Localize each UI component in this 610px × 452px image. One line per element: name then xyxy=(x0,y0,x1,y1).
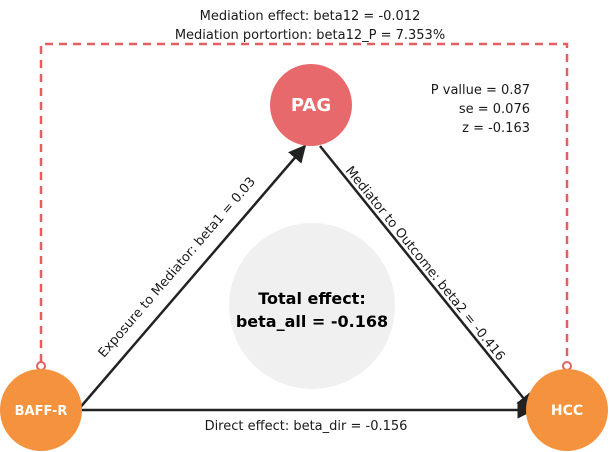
exposure-to-mediator-arrow xyxy=(77,144,307,411)
dashed-path-endpoint-left xyxy=(36,361,46,371)
outcome-node-label: HCC xyxy=(551,403,583,419)
total-effect-circle xyxy=(229,223,395,389)
mediator-node xyxy=(270,64,352,146)
exposure-node-label: BAFF-R xyxy=(15,404,68,419)
total-effect-value: beta_all = -0.168 xyxy=(236,312,388,331)
mediation-effect-label: Mediation effect: beta12 = -0.012 xyxy=(200,9,421,24)
se-label: se = 0.076 xyxy=(459,102,530,117)
total-effect-title: Total effect: xyxy=(258,289,365,308)
dashed-path-endpoint-right xyxy=(562,361,572,371)
mediator-to-outcome-arrow xyxy=(319,145,535,412)
z-label: z = -0.163 xyxy=(462,121,530,136)
outcome-node xyxy=(526,369,608,451)
mediation-dashed-path xyxy=(39,42,569,362)
p-value-label: P vallue = 0.87 xyxy=(431,83,530,98)
mediation-proportion-label: Mediation portortion: beta12_P = 7.353% xyxy=(175,28,445,43)
mediator-node-label: PAG xyxy=(291,95,331,116)
direct-effect-label: Direct effect: beta_dir = -0.156 xyxy=(205,419,408,434)
exposure-node xyxy=(0,369,82,451)
